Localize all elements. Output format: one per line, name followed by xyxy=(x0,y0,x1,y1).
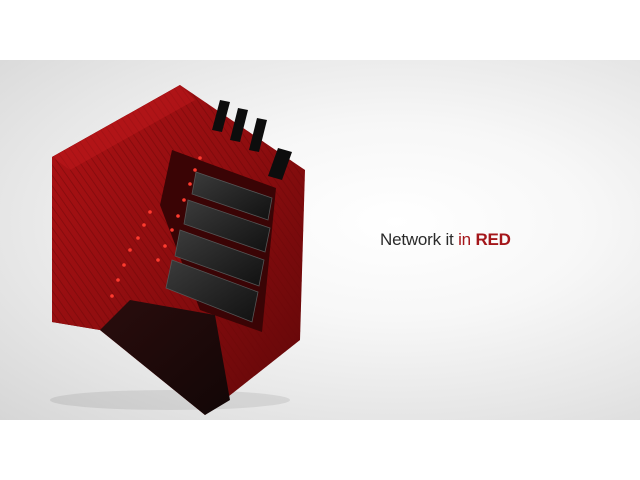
tagline-emphasis: RED xyxy=(475,230,511,249)
device-base xyxy=(100,300,230,415)
tagline-connector: in xyxy=(458,230,471,249)
status-leds xyxy=(110,156,202,298)
nas-device-illustration xyxy=(50,85,305,415)
video-stage: Network it in RED xyxy=(0,60,640,420)
letterbox-top xyxy=(0,0,640,60)
tagline-prefix: Network it xyxy=(380,230,459,249)
drive-trays xyxy=(165,171,273,323)
letterbox-bottom xyxy=(0,420,640,480)
tagline: Network it in RED xyxy=(380,230,511,250)
carry-handles xyxy=(212,100,292,180)
